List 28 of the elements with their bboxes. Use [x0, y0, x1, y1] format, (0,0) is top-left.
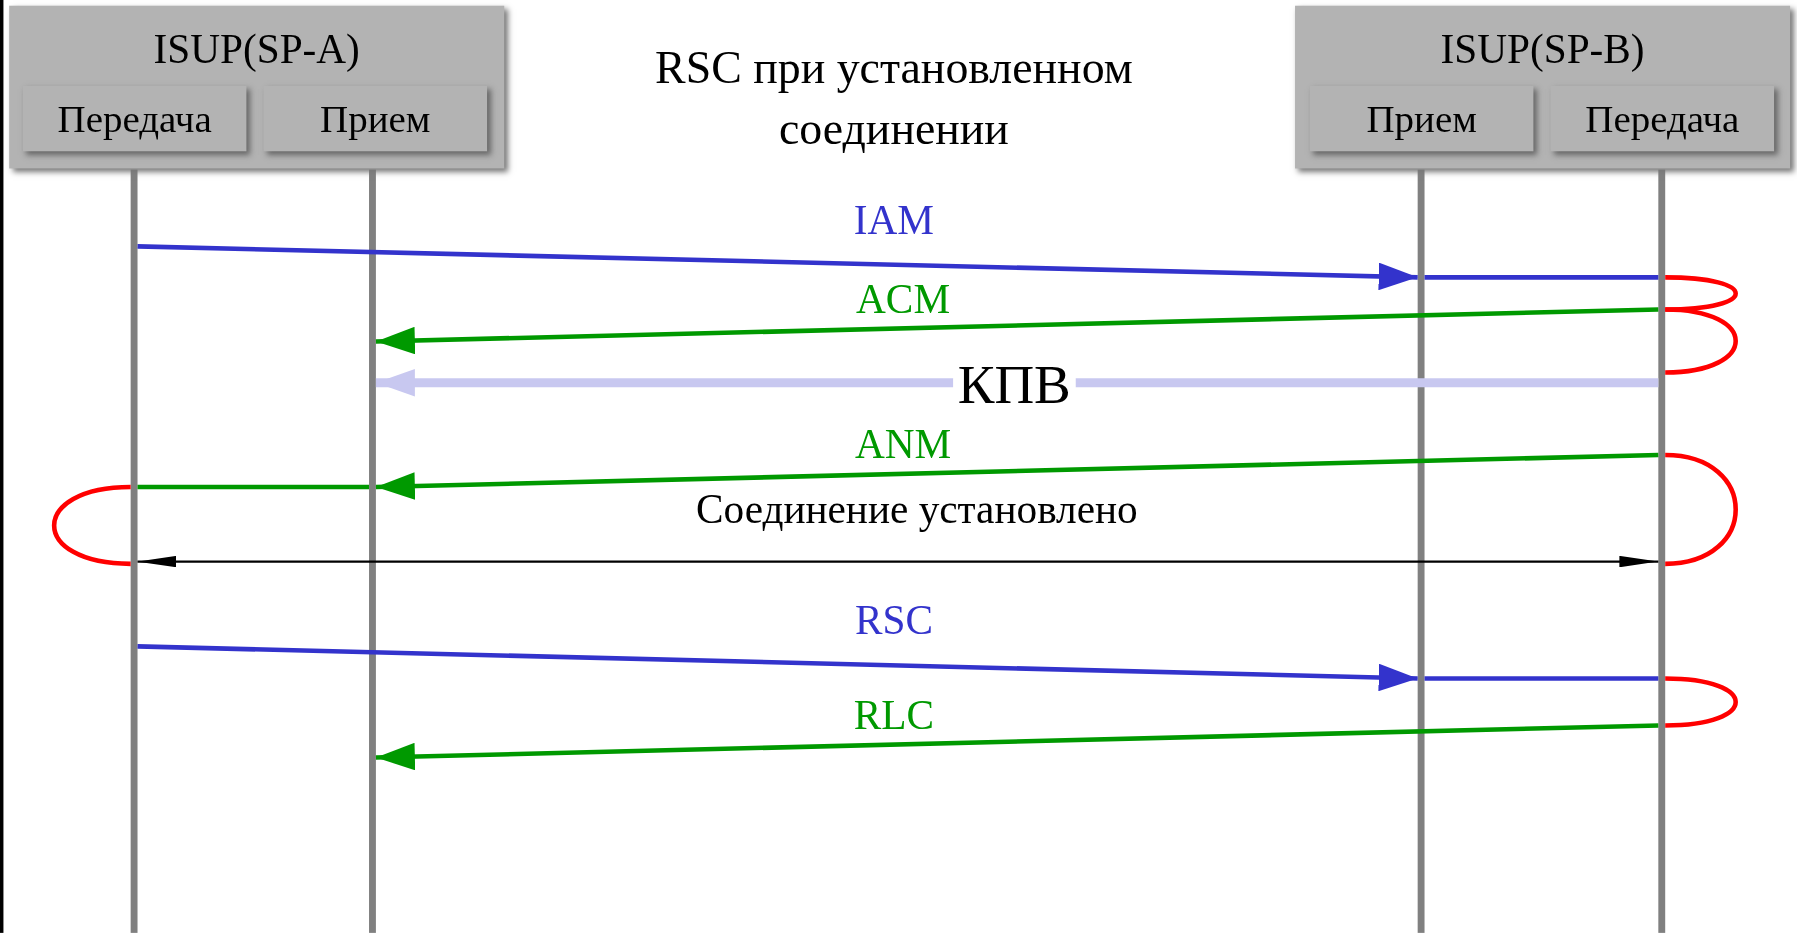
message-arrow — [137, 644, 1418, 692]
lifeline — [1658, 169, 1666, 933]
loop-curve — [1665, 676, 1738, 728]
role-box: Передача — [22, 85, 247, 152]
role-box: Прием — [1309, 85, 1534, 152]
message-arrow — [137, 244, 1418, 291]
loop-curve — [1665, 307, 1738, 375]
connector-line — [1424, 275, 1659, 280]
role-box: Передача — [1550, 85, 1775, 152]
participant-title: ISUP(SP-A) — [152, 26, 361, 73]
lifeline — [1417, 169, 1425, 933]
role-box: Прием — [263, 85, 488, 152]
message-arrow — [375, 723, 1659, 771]
loop-curve — [1664, 452, 1738, 567]
participant-title: ISUP(SP-B) — [1439, 26, 1646, 73]
message-arrow — [375, 369, 1659, 397]
message-arrow — [375, 307, 1659, 355]
lifeline — [369, 169, 376, 933]
message-arrow — [375, 452, 1659, 500]
participant-box — [9, 5, 505, 169]
connector-line — [1424, 676, 1659, 681]
double-arrow — [137, 555, 1659, 568]
loop-curve — [1665, 275, 1738, 312]
lifeline — [130, 169, 138, 933]
title: RSC при установленном соединении — [654, 40, 1134, 157]
loop-curve — [52, 484, 131, 567]
participant-box — [1295, 5, 1791, 169]
connector-line — [137, 484, 370, 490]
